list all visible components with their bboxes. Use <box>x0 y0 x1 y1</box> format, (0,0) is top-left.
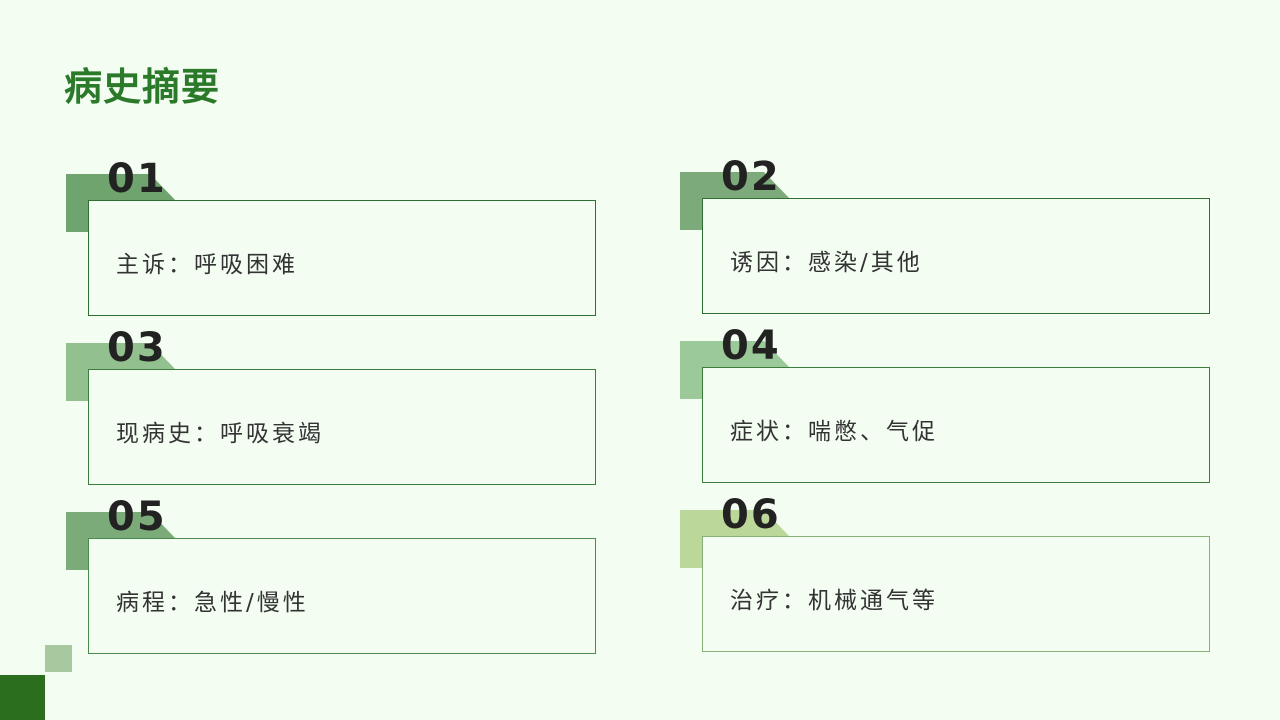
card-number: 03 <box>107 325 167 371</box>
card-number: 02 <box>721 154 781 200</box>
card-text: 治疗：机械通气等 <box>730 588 938 614</box>
card-box: 病程：急性/慢性 <box>88 538 596 654</box>
summary-card-5: 病程：急性/慢性 05 <box>66 494 612 658</box>
card-number: 05 <box>107 494 167 540</box>
card-text: 现病史：呼吸衰竭 <box>116 421 324 447</box>
summary-card-4: 症状：喘憋、气促 04 <box>680 323 1226 487</box>
card-text: 症状：喘憋、气促 <box>730 419 938 445</box>
card-box: 诱因：感染/其他 <box>702 198 1210 314</box>
decorative-square-small <box>45 645 72 672</box>
summary-card-6: 治疗：机械通气等 06 <box>680 492 1226 656</box>
card-text: 病程：急性/慢性 <box>116 590 309 616</box>
summary-card-2: 诱因：感染/其他 02 <box>680 154 1226 318</box>
page-title: 病史摘要 <box>64 65 221 109</box>
card-number: 06 <box>721 492 781 538</box>
card-box: 治疗：机械通气等 <box>702 536 1210 652</box>
card-number: 01 <box>107 156 167 202</box>
card-number: 04 <box>721 323 781 369</box>
decorative-square-large <box>0 675 45 720</box>
card-box: 主诉：呼吸困难 <box>88 200 596 316</box>
card-box: 现病史：呼吸衰竭 <box>88 369 596 485</box>
card-text: 诱因：感染/其他 <box>730 250 923 276</box>
card-box: 症状：喘憋、气促 <box>702 367 1210 483</box>
card-text: 主诉：呼吸困难 <box>116 252 298 278</box>
summary-card-3: 现病史：呼吸衰竭 03 <box>66 325 612 489</box>
summary-card-1: 主诉：呼吸困难 01 <box>66 156 612 320</box>
